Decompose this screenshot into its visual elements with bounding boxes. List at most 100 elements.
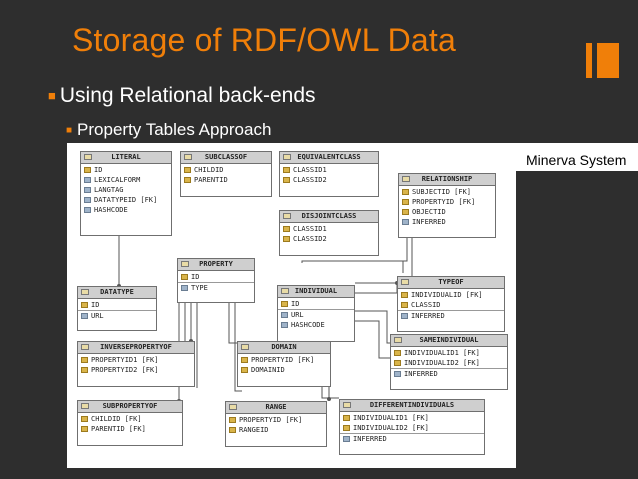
entity-name: INVERSEPROPERTYOF xyxy=(100,343,172,351)
table-icon xyxy=(394,337,402,343)
key-icon xyxy=(394,360,401,366)
entity-name: DATATYPE xyxy=(100,288,134,296)
key-icon xyxy=(394,350,401,356)
entity-inversepropertyof: INVERSEPROPERTYOF PROPERTYID1 [FK] PROPE… xyxy=(77,341,195,387)
key-icon xyxy=(402,209,409,215)
key-icon xyxy=(229,417,236,423)
table-icon xyxy=(184,154,192,160)
bullet-level2: ■ Property Tables Approach xyxy=(66,120,271,140)
column-icon xyxy=(402,219,409,225)
field: LANGTAG xyxy=(94,186,124,194)
entity-header: SUBPROPERTYOF xyxy=(78,401,182,413)
entity-header: EQUIVALENTCLASS xyxy=(280,152,378,164)
table-icon xyxy=(84,154,92,160)
entity-subpropertyof: SUBPROPERTYOF CHILDID [FK] PARENTID [FK] xyxy=(77,400,183,446)
key-icon xyxy=(343,415,350,421)
key-icon xyxy=(402,199,409,205)
table-icon xyxy=(81,344,89,350)
column-icon xyxy=(84,197,91,203)
table-icon xyxy=(81,403,89,409)
field: SUBJECTID [FK] xyxy=(412,188,472,196)
key-icon xyxy=(283,236,290,242)
entity-disjointclass: DISJOINTCLASS CLASSID1 CLASSID2 xyxy=(279,210,379,256)
field: CLASSID2 xyxy=(293,176,327,184)
key-icon xyxy=(283,167,290,173)
bullet1-text: Using Relational back-ends xyxy=(59,84,316,107)
caption-label: Minerva System xyxy=(516,143,638,171)
field: PROPERTYID2 [FK] xyxy=(91,366,159,374)
key-icon xyxy=(343,425,350,431)
entity-name: LITERAL xyxy=(111,153,141,161)
entity-individual: INDIVIDUAL ID URL HASHCODE xyxy=(277,285,355,342)
table-icon xyxy=(283,154,291,160)
key-icon xyxy=(81,426,88,432)
entity-name: SUBCLASSOF xyxy=(204,153,248,161)
bullet2-text: Property Tables Approach xyxy=(77,120,272,139)
er-diagram: LITERAL ID LEXICALFORM LANGTAG DATATYPEI… xyxy=(67,143,516,468)
key-icon xyxy=(84,167,91,173)
key-icon xyxy=(81,357,88,363)
field: URL xyxy=(291,311,304,319)
entity-datatype: DATATYPE ID URL xyxy=(77,286,157,331)
column-icon xyxy=(401,313,408,319)
entity-equivalentclass: EQUIVALENTCLASS CLASSID1 CLASSID2 xyxy=(279,151,379,197)
field: ID xyxy=(91,301,100,309)
entity-header: TYPEOF xyxy=(398,277,504,289)
slide-title: Storage of RDF/OWL Data xyxy=(72,22,456,58)
entity-name: EQUIVALENTCLASS xyxy=(297,153,361,161)
field: DATATYPEID [FK] xyxy=(94,196,158,204)
field: INFERRED xyxy=(411,312,445,320)
entity-name: SAMEINDIVIDUAL xyxy=(419,336,479,344)
table-icon xyxy=(283,213,291,219)
entity-header: DIFFERENTINDIVIDUALS xyxy=(340,400,484,412)
key-icon xyxy=(184,177,191,183)
entity-name: DISJOINTCLASS xyxy=(301,212,357,220)
logo-block-icon xyxy=(597,43,619,78)
key-icon xyxy=(241,357,248,363)
field: LEXICALFORM xyxy=(94,176,141,184)
field: INDIVIDUALID1 [FK] xyxy=(404,349,480,357)
entity-header: LITERAL xyxy=(81,152,171,164)
field: INFERRED xyxy=(353,435,387,443)
field: PROPERTYID1 [FK] xyxy=(91,356,159,364)
column-icon xyxy=(181,285,188,291)
entity-header: INVERSEPROPERTYOF xyxy=(78,342,194,354)
key-icon xyxy=(229,427,236,433)
key-icon xyxy=(181,274,188,280)
key-icon xyxy=(184,167,191,173)
field: HASHCODE xyxy=(94,206,128,214)
field: CLASSID1 xyxy=(293,225,327,233)
field: INDIVIDUALID1 [FK] xyxy=(353,414,429,422)
column-icon xyxy=(394,371,401,377)
table-icon xyxy=(281,288,289,294)
field: CHILDID [FK] xyxy=(91,415,142,423)
entity-header: PROPERTY xyxy=(178,259,254,271)
column-icon xyxy=(343,436,350,442)
table-icon xyxy=(402,176,410,182)
key-icon xyxy=(283,177,290,183)
bullet-square-icon: ■ xyxy=(66,125,73,136)
entity-name: PROPERTY xyxy=(199,260,233,268)
column-icon xyxy=(84,187,91,193)
column-icon xyxy=(281,322,288,328)
key-icon xyxy=(283,226,290,232)
entity-header: RELATIONSHIP xyxy=(399,174,495,186)
field: URL xyxy=(91,312,104,320)
field: ID xyxy=(191,273,200,281)
entity-header: DISJOINTCLASS xyxy=(280,211,378,223)
key-icon xyxy=(81,416,88,422)
entity-name: DOMAIN xyxy=(271,343,297,351)
key-icon xyxy=(401,292,408,298)
table-icon xyxy=(81,289,89,295)
entity-name: INDIVIDUAL xyxy=(294,287,338,295)
field: INDIVIDUALID2 [FK] xyxy=(353,424,429,432)
table-icon xyxy=(181,261,189,267)
field: INFERRED xyxy=(412,218,446,226)
entity-header: SAMEINDIVIDUAL xyxy=(391,335,507,347)
key-icon xyxy=(241,367,248,373)
field: INDIVIDUALID [FK] xyxy=(411,291,483,299)
column-icon xyxy=(81,313,88,319)
field: PROPERTYID [FK] xyxy=(251,356,315,364)
entity-header: DATATYPE xyxy=(78,287,156,299)
entity-name: SUBPROPERTYOF xyxy=(102,402,158,410)
